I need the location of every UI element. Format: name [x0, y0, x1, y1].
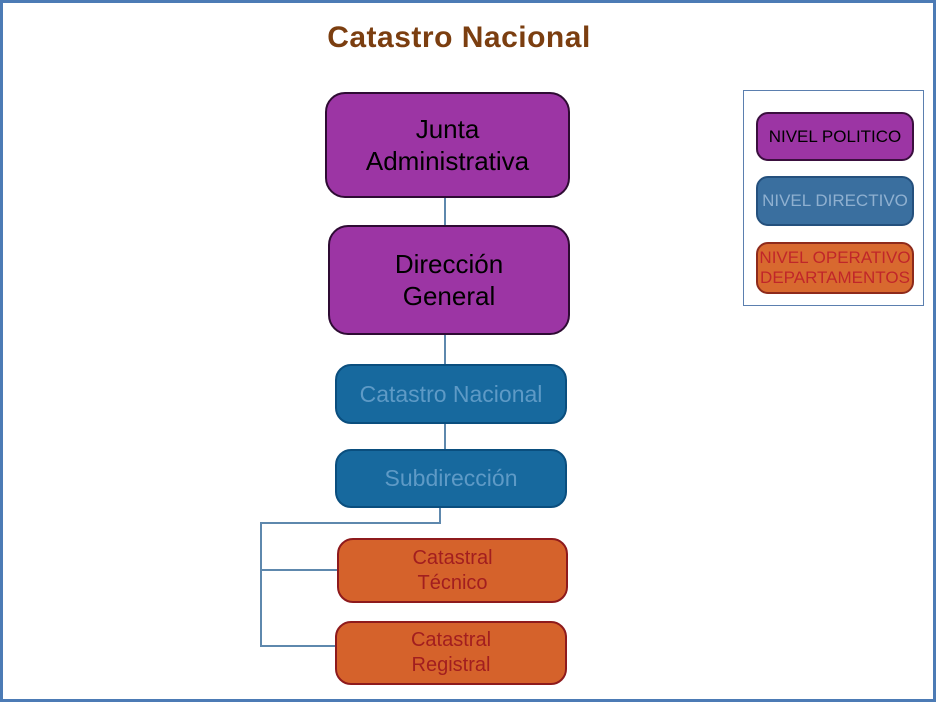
legend-item-label: NIVEL POLITICO	[768, 126, 902, 146]
org-node-catastral-registral: Catastral Registral	[335, 621, 567, 685]
connector-branch-tecnico	[260, 569, 337, 571]
legend-item-nivel-politico: NIVEL POLITICO	[756, 112, 914, 161]
org-node-catastral-tecnico: Catastral Técnico	[337, 538, 568, 603]
legend-item-nivel-directivo: NIVEL DIRECTIVO	[756, 176, 914, 226]
connector-elbow-top-horizontal	[260, 522, 441, 524]
org-node-label: Subdirección	[384, 465, 518, 492]
org-node-label: Junta Administrativa	[365, 113, 530, 177]
connector-subdireccion-drop	[439, 508, 441, 524]
org-node-label: Catastro Nacional	[359, 380, 543, 407]
org-node-catastro-nacional: Catastro Nacional	[335, 364, 567, 424]
org-node-label: Dirección General	[394, 248, 504, 312]
connector-elbow-vertical	[260, 522, 262, 647]
org-node-label: Catastral Registral	[410, 629, 492, 676]
legend-box: NIVEL POLITICO NIVEL DIRECTIVO NIVEL OPE…	[743, 90, 924, 306]
legend-item-label: NIVEL DIRECTIVO	[762, 191, 908, 211]
legend-item-nivel-operativo-departamentos: NIVEL OPERATIVO DEPARTAMENTOS	[756, 242, 914, 294]
diagram-title: Catastro Nacional	[327, 21, 591, 54]
org-node-subdireccion: Subdirección	[335, 449, 567, 508]
connector-branch-registral	[260, 645, 335, 647]
org-node-label: Catastral Técnico	[412, 546, 493, 594]
org-node-direccion-general: Dirección General	[328, 225, 570, 335]
connector-direccion-to-catastro	[444, 335, 446, 364]
legend-item-label: NIVEL OPERATIVO DEPARTAMENTOS	[759, 248, 911, 287]
org-node-junta-administrativa: Junta Administrativa	[325, 92, 570, 198]
connector-catastro-to-subdireccion	[444, 424, 446, 449]
connector-junta-to-direccion	[444, 198, 446, 225]
